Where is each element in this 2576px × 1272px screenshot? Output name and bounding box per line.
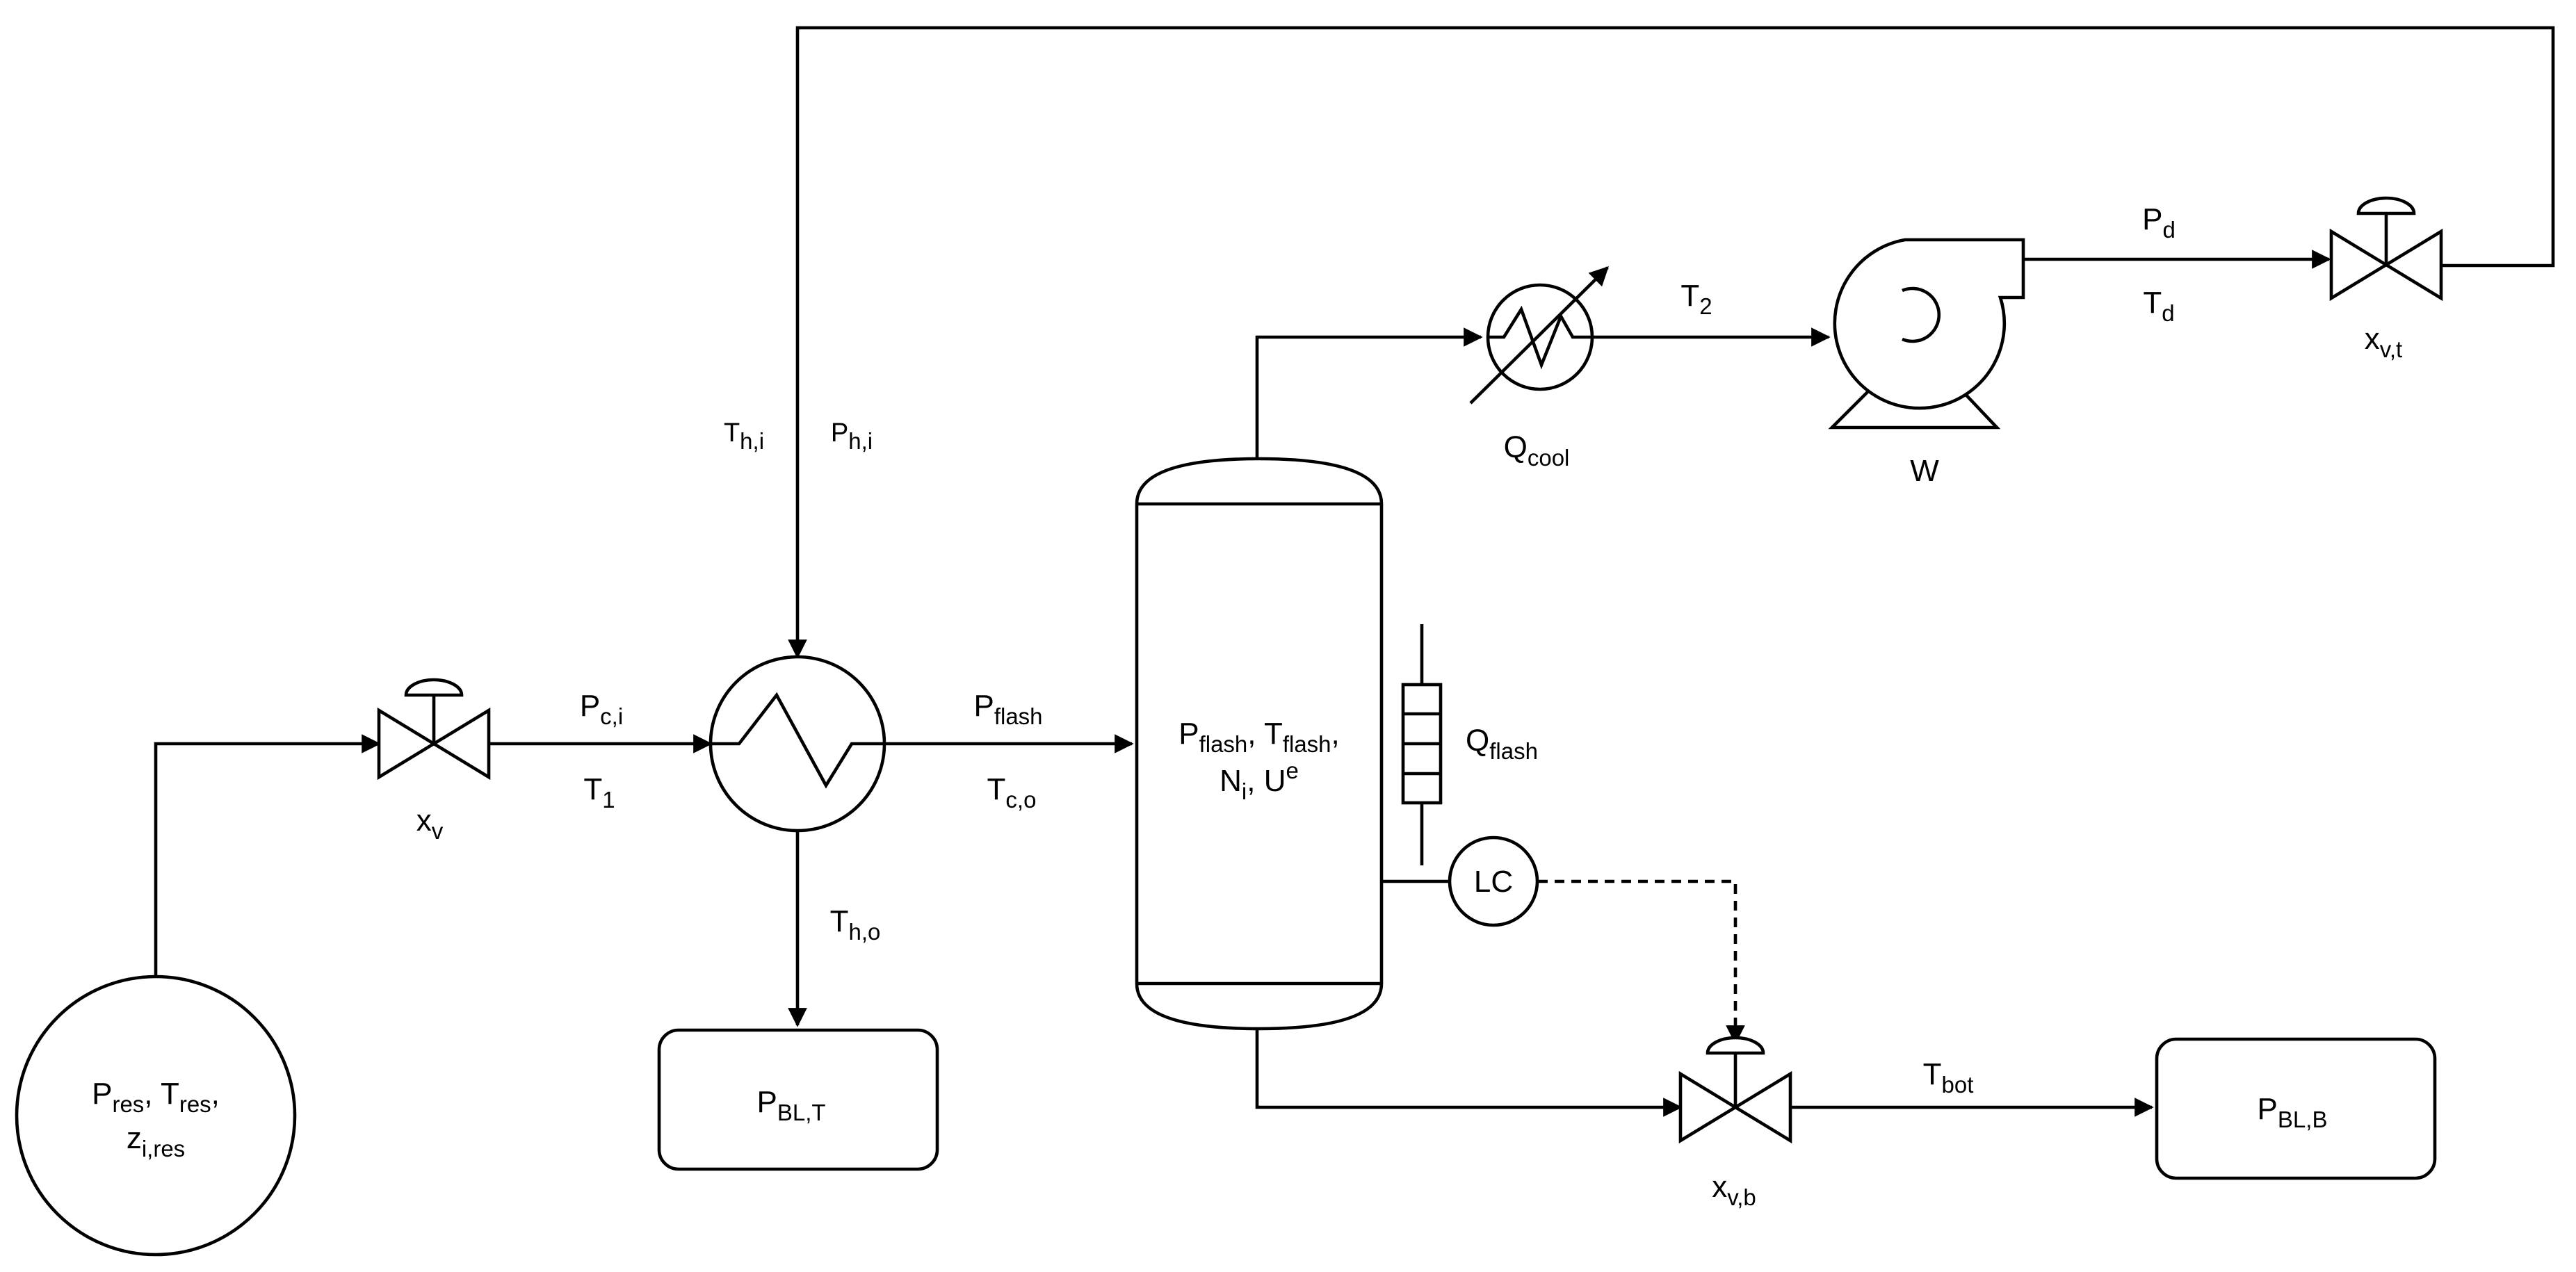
level-controller-label: LC bbox=[1474, 865, 1513, 899]
heat-exchanger bbox=[708, 655, 886, 833]
stream-pci-label: Pc,i bbox=[580, 689, 623, 729]
heater-label: Qflash bbox=[1466, 724, 1538, 764]
cooler: Qcool bbox=[1469, 266, 1609, 471]
hx-boundary-box: PBL,T bbox=[657, 1028, 939, 1171]
stream-lines bbox=[154, 26, 2555, 1117]
hot-out-t-label: Th,o bbox=[830, 904, 881, 945]
stream-tbot-label: Tbot bbox=[1923, 1057, 1974, 1098]
control-signal-line bbox=[1538, 879, 1745, 1045]
reservoir-label-line1: Pres, Tres, bbox=[92, 1077, 220, 1117]
stream-drum-to-cooler bbox=[1255, 327, 1483, 459]
top-valve[interactable]: xv,t bbox=[2329, 196, 2443, 362]
drum-label-line2: Ni, Ue bbox=[1220, 758, 1299, 804]
stream-t2-label: T2 bbox=[1680, 279, 1712, 319]
bottom-valve-label: xv,b bbox=[1712, 1170, 1756, 1210]
stream-pflash-label: Pflash bbox=[973, 689, 1042, 729]
cooler-label: Qcool bbox=[1504, 430, 1570, 471]
reservoir-label-line2: zi,res bbox=[127, 1121, 185, 1161]
stream-pd-label: Pd bbox=[2142, 202, 2176, 243]
bottom-valve[interactable]: xv,b bbox=[1678, 1036, 1792, 1210]
stream-t1-label: T1 bbox=[583, 772, 615, 813]
compressor-label: W bbox=[1910, 454, 1939, 488]
compressor: W bbox=[1828, 238, 2025, 488]
stream-tco-label: Tc,o bbox=[987, 772, 1037, 813]
reservoir: Pres, Tres, zi,res bbox=[15, 975, 297, 1257]
heater: Qflash bbox=[1401, 624, 1538, 865]
level-controller[interactable]: LC bbox=[1448, 835, 1539, 927]
drum-label-line1: Pflash, Tflash, bbox=[1178, 717, 1340, 757]
inlet-valve[interactable]: xv bbox=[377, 678, 491, 844]
inlet-valve-label: xv bbox=[416, 804, 444, 844]
flash-drum: Pflash, Tflash, Ni, Ue bbox=[1135, 457, 1384, 1031]
top-valve-label: xv,t bbox=[2365, 322, 2402, 362]
hot-in-p-label: Ph,i bbox=[831, 418, 873, 454]
bottom-boundary-label: PBL,B bbox=[2258, 1092, 2328, 1132]
stream-drum-to-bottom-valve bbox=[1255, 1029, 1683, 1117]
hx-boundary-label: PBL,T bbox=[756, 1085, 825, 1125]
stream-reservoir-to-valve bbox=[154, 734, 381, 977]
stream-recycle-loop bbox=[788, 26, 2555, 659]
stream-td-label: Td bbox=[2143, 286, 2174, 326]
bottom-boundary-box: PBL,B bbox=[2155, 1037, 2437, 1180]
hot-in-t-label: Th,i bbox=[724, 418, 764, 454]
